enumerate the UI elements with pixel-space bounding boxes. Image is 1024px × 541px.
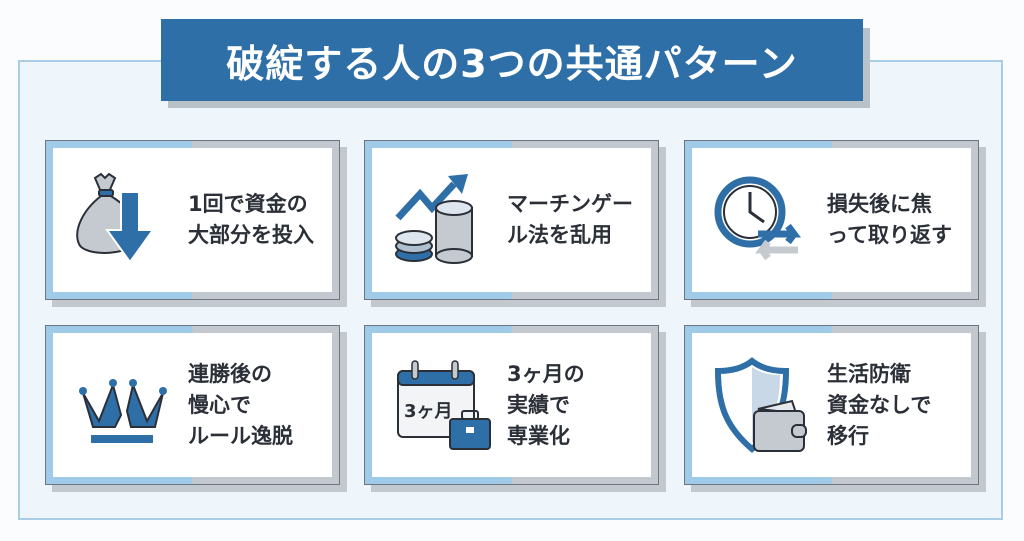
card-line: 慢心で [188, 392, 251, 417]
card-text: 生活防衛 資金なしで 移行 [827, 333, 931, 477]
pattern-card-no-emergency-fund: 生活防衛 資金なしで 移行 [684, 325, 986, 492]
pattern-card-chasing-losses: 損失後に焦 って取り返す [684, 140, 986, 307]
card-text: マーチンゲー ル法を乱用 [507, 148, 633, 292]
card-line: 移行 [827, 423, 869, 448]
card-line: 専業化 [507, 423, 570, 448]
card-line: 3ヶ月の [507, 361, 585, 386]
money-bag-down-arrow-icon [76, 172, 155, 264]
card-text: 3ヶ月の 実績で 専業化 [507, 333, 585, 477]
card-text: 1回で資金の 大部分を投入 [188, 148, 314, 292]
card-line: ルール逸脱 [188, 423, 293, 448]
card-line: 1回で資金の [188, 192, 308, 216]
card-line: 連勝後の [188, 361, 272, 386]
card-line: 損失後に焦 [827, 192, 932, 216]
page-title: 破綻する人の3つの共通パターン [161, 19, 863, 101]
card-line: 実績で [507, 392, 570, 417]
card-line: ル法を乱用 [507, 223, 612, 247]
card-text: 損失後に焦 って取り返す [827, 148, 952, 292]
card-line: 大部分を投入 [188, 223, 314, 247]
broken-crown-icon [79, 379, 167, 443]
calendar-label: 3ヶ月 [404, 401, 453, 422]
card-text: 連勝後の 慢心で ルール逸脱 [188, 333, 293, 477]
pattern-card-all-in: 1回で資金の 大部分を投入 [45, 140, 347, 307]
calendar-briefcase-icon: 3ヶ月 [397, 360, 491, 450]
shield-wallet-icon [714, 357, 807, 453]
pattern-card-overconfidence: 連勝後の 慢心で ルール逸脱 [45, 325, 347, 492]
chips-rising-arrow-icon [395, 174, 473, 264]
pattern-card-going-pro: 3ヶ月 3ヶ月の 実績で 専業化 [364, 325, 666, 492]
card-line: 生活防衛 [827, 361, 911, 386]
clock-arrows-icon [714, 176, 801, 261]
card-line: 資金なしで [827, 392, 932, 417]
card-line: って取り返す [827, 223, 952, 247]
pattern-card-martingale: マーチンゲー ル法を乱用 [364, 140, 666, 307]
card-line: マーチンゲー [507, 192, 633, 216]
